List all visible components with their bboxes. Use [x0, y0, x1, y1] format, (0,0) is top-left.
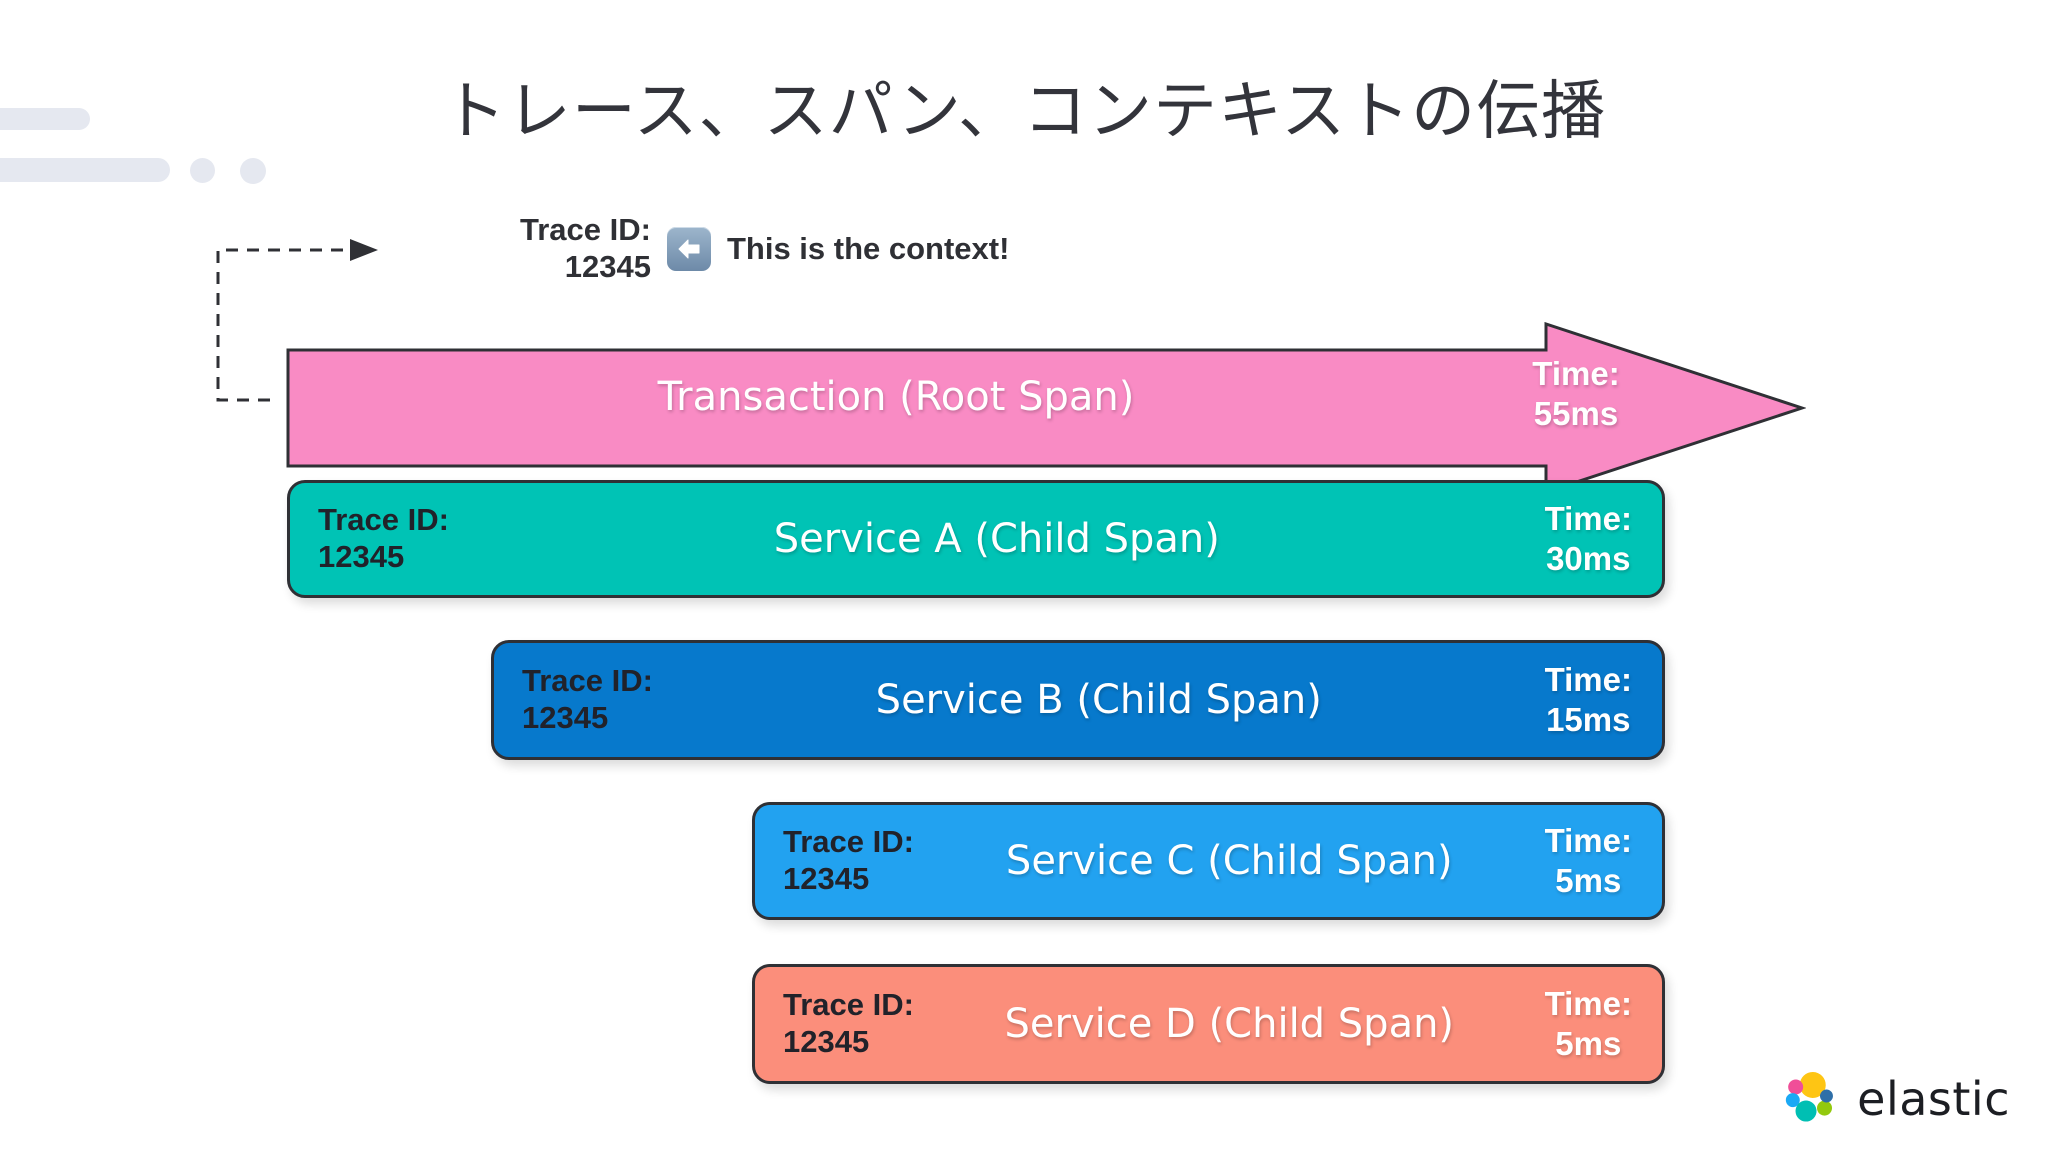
span-name: Service B (Child Span) [875, 677, 1322, 723]
root-span-arrow [286, 322, 1806, 494]
span-bar-service-b[interactable]: Trace ID: 12345 Service B (Child Span) T… [491, 640, 1665, 760]
context-callout: Trace ID: 12345 This is the context! [520, 212, 1009, 285]
context-propagation-connector [216, 239, 378, 402]
context-callout-text: This is the context! [726, 230, 1010, 266]
elastic-mark-icon [1785, 1071, 1834, 1122]
span-bar-service-a[interactable]: Trace ID: 12345 Service A (Child Span) T… [287, 480, 1665, 598]
span-bar-service-c[interactable]: Trace ID: 12345 Service C (Child Span) T… [752, 802, 1665, 920]
span-bar-service-d[interactable]: Trace ID: 12345 Service D (Child Span) T… [752, 964, 1665, 1084]
span-trace-id: Trace ID: 12345 [783, 824, 914, 896]
root-trace-id-label: Trace ID: 12345 [520, 212, 651, 284]
decorative-dot-left [190, 158, 215, 183]
span-trace-id: Trace ID: 12345 [522, 663, 653, 735]
span-trace-id: Trace ID: 12345 [783, 987, 914, 1059]
span-time: Time: 5ms [1544, 822, 1632, 899]
span-name: Service A (Child Span) [773, 516, 1220, 562]
left-arrow-emoji-icon [666, 226, 711, 271]
span-time: Time: 5ms [1544, 985, 1632, 1062]
elastic-wordmark: elastic [1857, 1072, 2010, 1126]
span-time: Time: 30ms [1544, 500, 1632, 577]
decorative-dot-right [240, 158, 266, 184]
elastic-logo: elastic [1781, 1068, 2010, 1130]
decorative-bar-top [0, 108, 90, 130]
span-name: Service C (Child Span) [1005, 838, 1453, 884]
span-name: Service D (Child Span) [1004, 1001, 1455, 1047]
span-time: Time: 15ms [1544, 661, 1632, 738]
page-title: トレース、スパン、コンテキストの伝播 [441, 75, 1607, 149]
span-trace-id: Trace ID: 12345 [318, 502, 449, 574]
decorative-bar-bottom [0, 158, 170, 182]
